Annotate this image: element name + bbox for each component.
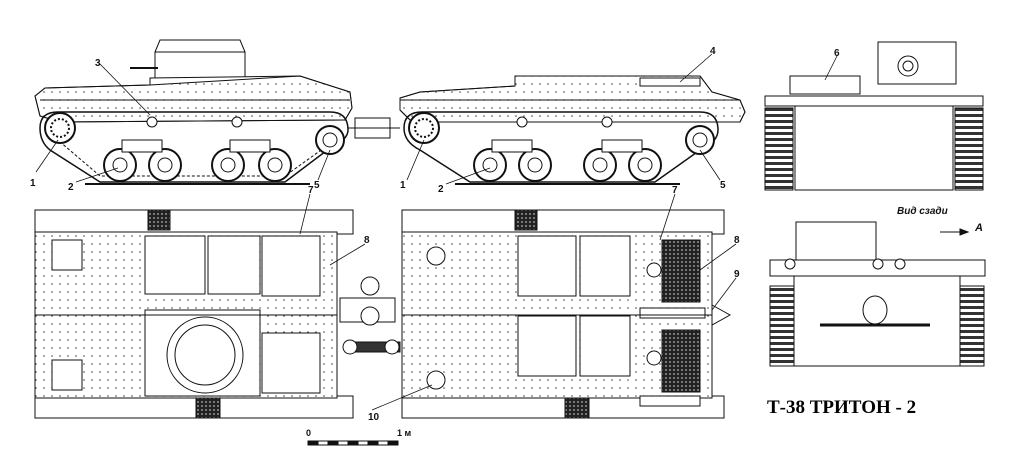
view-arrow-letter: А — [975, 222, 983, 234]
tow-coupling-side — [348, 117, 400, 139]
callout-8b: 8 — [734, 235, 740, 246]
callout-10: 10 — [368, 412, 380, 423]
scale-start-label: 0 — [306, 428, 312, 438]
callout-1b: 1 — [400, 180, 406, 191]
drawing-title: Т-38 ТРИТОН - 2 — [767, 397, 917, 418]
callout-1a: 1 — [30, 178, 36, 189]
rear-view — [769, 221, 986, 367]
callout-5b: 5 — [720, 180, 726, 191]
callout-6: 6 — [834, 48, 840, 59]
callout-leaders — [35, 53, 838, 411]
top-view-left — [34, 209, 354, 419]
callout-8a: 8 — [364, 235, 370, 246]
callout-4: 4 — [710, 46, 716, 57]
scale-end-label: 1 м — [397, 428, 412, 438]
side-view-right — [399, 75, 746, 185]
scale-bar — [307, 440, 399, 446]
callout-2b: 2 — [438, 184, 444, 195]
callout-2a: 2 — [68, 182, 74, 193]
top-view-right — [401, 209, 732, 419]
side-view-left — [34, 39, 353, 185]
callout-3: 3 — [95, 58, 101, 69]
callout-9: 9 — [734, 269, 740, 280]
callout-7b: 7 — [672, 185, 678, 196]
callout-7a: 7 — [308, 185, 314, 196]
callout-5a: 5 — [314, 180, 320, 191]
front-view — [764, 41, 984, 191]
tow-coupling-top — [339, 276, 401, 355]
rear-view-caption: Вид сзади — [897, 206, 948, 217]
